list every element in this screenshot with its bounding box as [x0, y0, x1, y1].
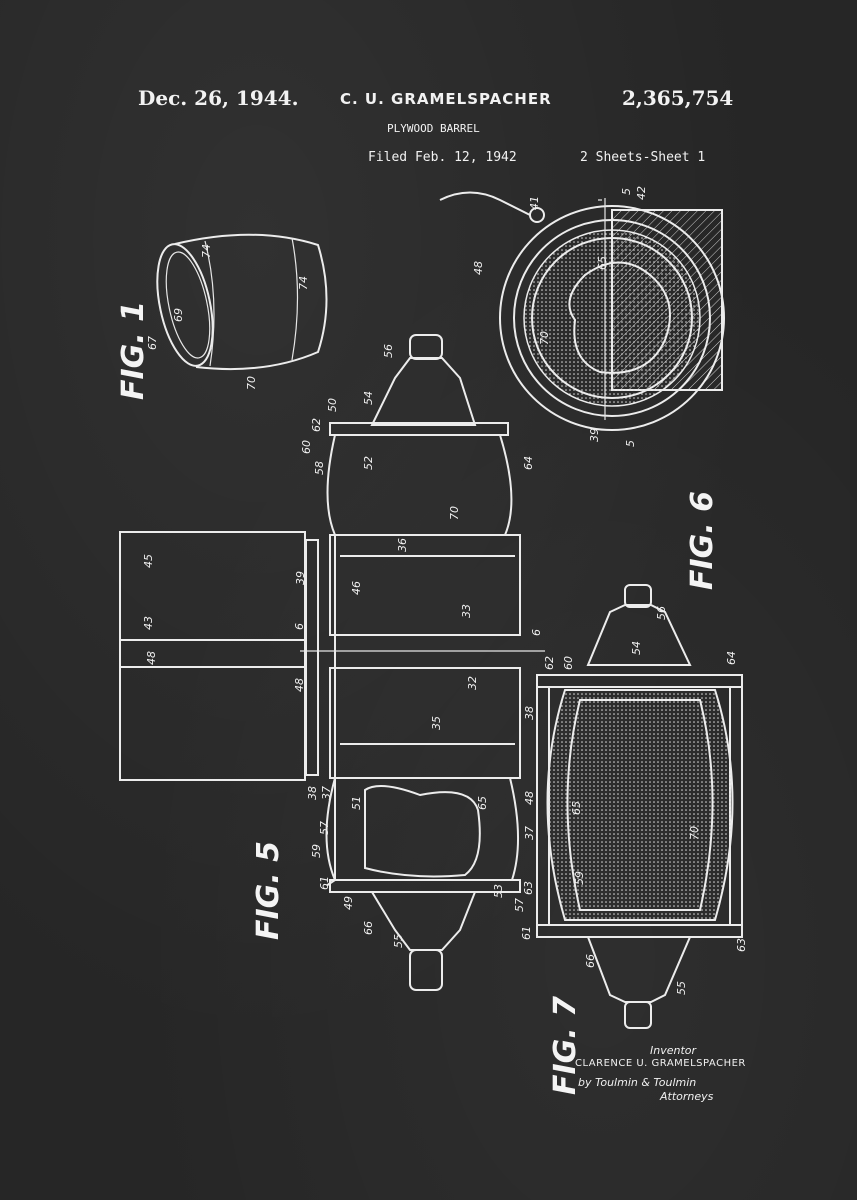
label-37b: 37 [523, 826, 536, 840]
label-6a: 6 [293, 623, 306, 630]
filed-date: Filed Feb. 12, 1942 [368, 150, 517, 165]
label-6b: 6 [530, 629, 543, 636]
signature-role: Inventor [650, 1044, 697, 1057]
label-42: 42 [635, 186, 648, 200]
fig5-barrel-section [119, 334, 545, 991]
label-69: 69 [172, 308, 185, 322]
label-65a: 65 [596, 256, 609, 270]
label-36: 36 [396, 538, 409, 552]
fig5-label: FIG. 5 [251, 841, 286, 940]
label-57b: 57 [513, 898, 526, 912]
label-38a: 38 [306, 786, 319, 800]
label-46: 46 [350, 581, 363, 595]
fig1-label: FIG. 1 [116, 301, 151, 400]
label-50: 50 [326, 398, 339, 412]
label-62b: 62 [543, 656, 556, 670]
fig7-label: FIG. 7 [548, 996, 583, 1095]
signature-attorneys-by: by Toulmin & Toulmin [578, 1076, 697, 1089]
label-60b: 60 [562, 656, 575, 670]
sheet-count: 2 Sheets-Sheet 1 [580, 150, 706, 165]
label-52: 52 [362, 456, 375, 470]
label-63b: 63 [735, 938, 748, 952]
label-54b: 54 [630, 641, 643, 655]
label-54a: 54 [362, 391, 375, 405]
label-65b: 65 [476, 796, 489, 810]
label-56b: 56 [655, 606, 668, 620]
label-49: 49 [342, 896, 355, 910]
label-67: 67 [146, 336, 159, 350]
label-45: 45 [142, 554, 155, 568]
label-5a: 5 [620, 188, 633, 195]
inventor-name-header: C. U. GRAMELSPACHER [340, 90, 552, 108]
label-55b: 55 [675, 981, 688, 995]
signature-attorneys-label: Attorneys [660, 1090, 714, 1103]
fig6-ring-section [439, 191, 725, 431]
label-74a: 74 [200, 244, 213, 258]
patent-date: Dec. 26, 1944. [138, 86, 299, 110]
label-48a: 48 [472, 261, 485, 275]
fig6-label: FIG. 6 [685, 491, 720, 590]
label-39b: 39 [294, 571, 307, 585]
label-64b: 64 [725, 651, 738, 665]
label-61a: 61 [318, 876, 331, 890]
label-70d: 70 [688, 826, 701, 840]
label-59b: 59 [573, 871, 586, 885]
label-41: 41 [528, 196, 541, 210]
label-53: 53 [492, 884, 505, 898]
label-38b: 38 [523, 706, 536, 720]
label-51: 51 [350, 796, 363, 810]
label-64a: 64 [522, 456, 535, 470]
label-55a: 55 [392, 934, 405, 948]
label-57a: 57 [318, 821, 331, 835]
label-70b: 70 [538, 331, 551, 345]
label-59a: 59 [310, 844, 323, 858]
label-5b: 5 [624, 440, 637, 447]
patent-number: 2,365,754 [622, 86, 734, 110]
label-48d: 48 [523, 791, 536, 805]
signature-name: CLARENCE U. GRAMELSPACHER [575, 1058, 746, 1069]
label-58a: 58 [313, 461, 326, 475]
label-32: 32 [466, 676, 479, 690]
patent-title: PLYWOOD BARREL [387, 122, 480, 135]
label-48c: 48 [293, 678, 306, 692]
label-61b: 61 [520, 926, 533, 940]
label-70c: 70 [448, 506, 461, 520]
label-48b: 48 [145, 651, 158, 665]
label-33a: 33 [460, 604, 473, 618]
label-60a: 60 [300, 440, 313, 454]
label-65c: 65 [570, 801, 583, 815]
label-66b: 66 [584, 954, 597, 968]
label-56a: 56 [382, 344, 395, 358]
label-39a: 39 [588, 428, 601, 442]
label-35: 35 [430, 716, 443, 730]
label-66a: 66 [362, 921, 375, 935]
label-63a: 63 [522, 881, 535, 895]
label-37a: 37 [320, 786, 333, 800]
fig1-barrel-perspective [156, 233, 328, 371]
fig7-assembled-section [536, 584, 743, 1029]
label-70a: 70 [245, 376, 258, 390]
label-62a: 62 [310, 418, 323, 432]
label-74b: 74 [297, 276, 310, 290]
label-43: 43 [142, 616, 155, 630]
